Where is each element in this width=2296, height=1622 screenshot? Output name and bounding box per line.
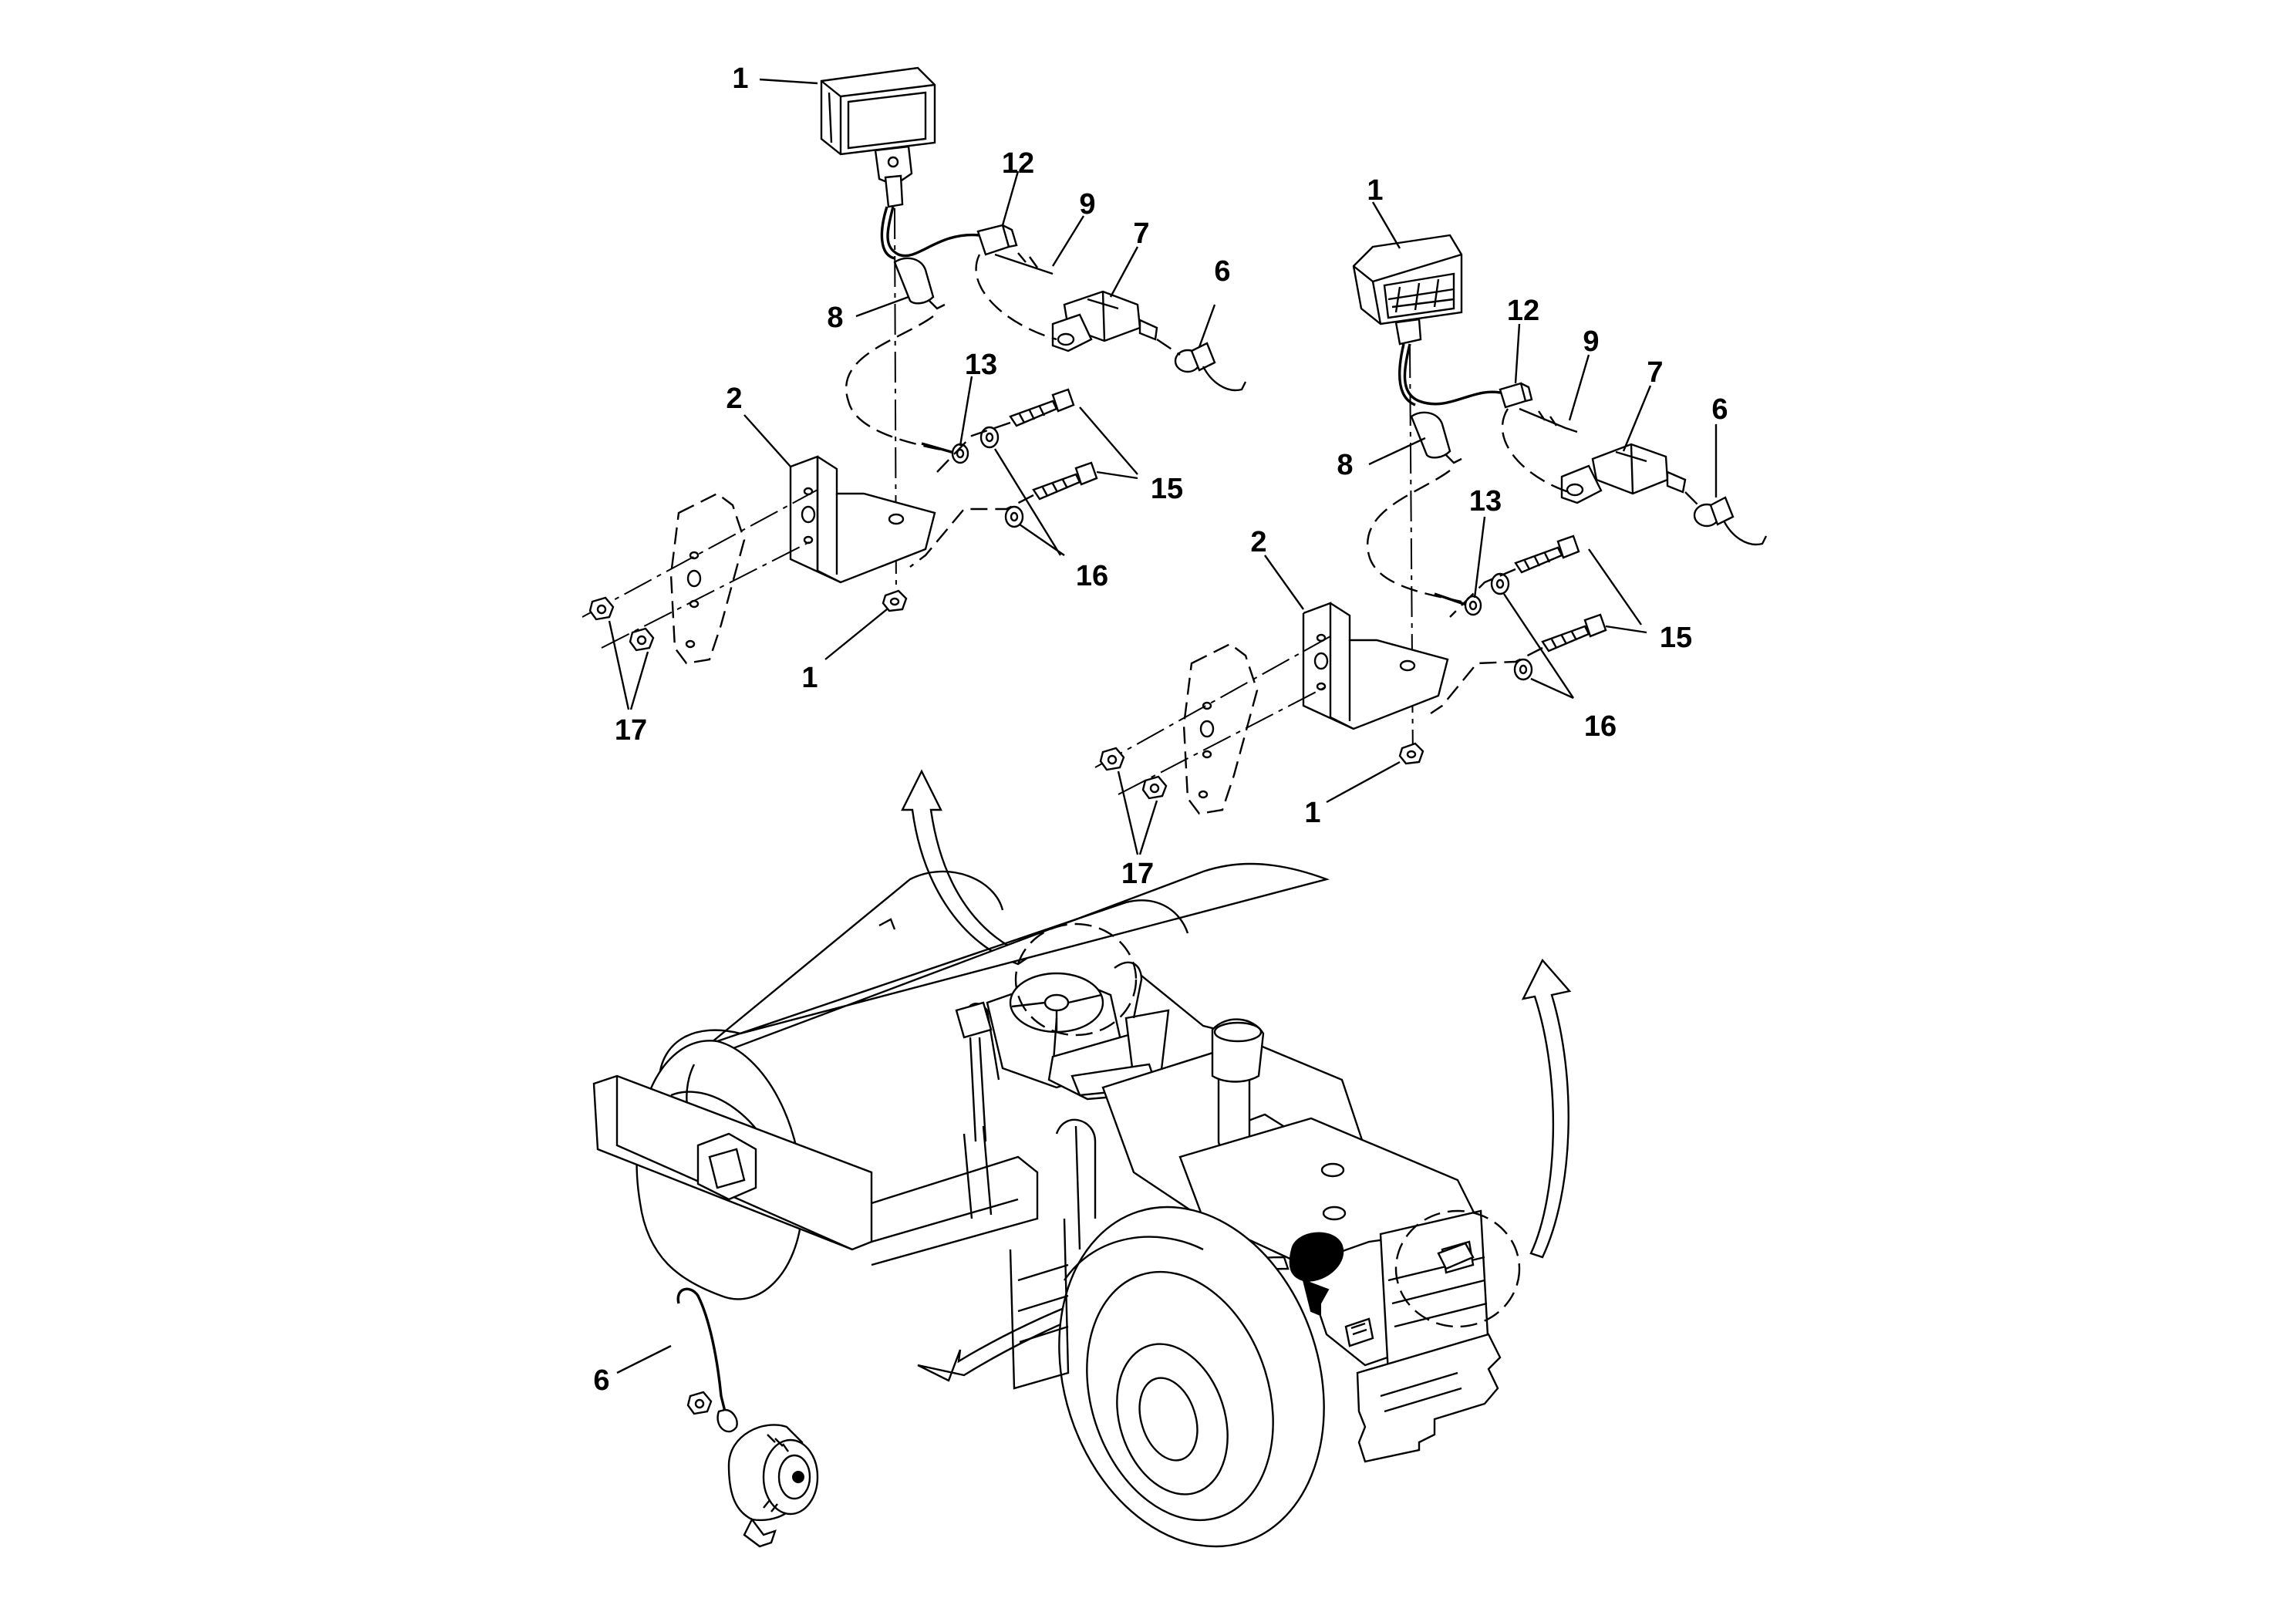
roller-machine — [592, 862, 1521, 1548]
callout-washer13-b: 13 — [1468, 485, 1502, 518]
bolt-15-a-upper — [1009, 388, 1075, 427]
horn-component — [1289, 1232, 1344, 1317]
connector-housing-7-b — [1560, 443, 1687, 504]
washer-16-b1 — [1490, 572, 1510, 595]
callout-nut1-b: 1 — [1304, 797, 1321, 829]
bolt-15-b-upper — [1514, 534, 1580, 574]
callout-bracket-b: 2 — [1250, 526, 1267, 558]
callout-horn: 6 — [593, 1364, 610, 1397]
callout-housing-b: 7 — [1647, 356, 1664, 389]
callout-grommet-a: 8 — [827, 302, 844, 334]
washer-16-b2 — [1513, 658, 1533, 681]
bracket-2-b — [1302, 602, 1449, 730]
lamp-cable-a — [886, 206, 980, 258]
horn-detail — [616, 1287, 819, 1548]
callout-nut17-a: 17 — [614, 714, 648, 747]
direction-arrow-lower — [917, 1256, 1290, 1382]
bolt-15-a-lower — [1032, 461, 1098, 501]
callout-washer16-a: 16 — [1075, 560, 1109, 592]
bracket-2-a — [789, 455, 936, 584]
callout-grommet-b: 8 — [1337, 449, 1354, 481]
callout-nut1-a: 1 — [801, 662, 818, 694]
callout-pin-a: 9 — [1079, 188, 1096, 221]
detail-circle-rear — [1394, 1209, 1521, 1328]
callout-bracket-a: 2 — [726, 383, 743, 415]
drum — [658, 862, 1330, 1077]
callout-housing-a: 7 — [1133, 218, 1150, 250]
grommet-8-b — [1410, 411, 1462, 464]
nut-17-a2 — [629, 627, 655, 652]
callout-connector-a: 12 — [1001, 147, 1035, 180]
callout-washer16-b: 16 — [1583, 710, 1617, 743]
direction-arrow-upper — [901, 769, 1032, 966]
nut-1-a-bottom — [882, 589, 908, 612]
rear-wheel — [1058, 1206, 1325, 1548]
callout-lamp-a: 1 — [732, 62, 749, 95]
washer-16-a1 — [979, 426, 1000, 449]
nut-17-b2 — [1141, 775, 1168, 800]
callout-washer13-a: 13 — [964, 349, 998, 381]
horn-nut — [686, 1391, 713, 1415]
callout-terminal-b: 6 — [1711, 393, 1728, 426]
mast-lamp-left — [955, 1001, 993, 1039]
bolt-15-b-lower — [1541, 613, 1607, 653]
grommet-8-a — [893, 257, 946, 310]
terminal-6-a — [1174, 342, 1247, 392]
callout-lamp-b: 1 — [1367, 174, 1384, 207]
connector-12-a — [976, 224, 1018, 256]
mount-plate-a — [669, 492, 746, 665]
callout-pin-b: 9 — [1583, 325, 1600, 358]
work-lamp-a — [820, 66, 936, 208]
nut-1-b-bottom — [1398, 742, 1424, 765]
assembly-b — [1094, 201, 1768, 855]
washer-13-b — [1464, 595, 1482, 616]
pin-9-b — [1519, 407, 1578, 433]
connector-housing-7-a — [1051, 290, 1158, 352]
pin-9-a — [994, 252, 1054, 275]
work-lamp-b — [1352, 234, 1463, 346]
nut-17-a1 — [588, 596, 615, 621]
direction-arrow-right — [1521, 958, 1572, 1259]
mount-plate-b — [1182, 642, 1259, 815]
connector-12-b — [1499, 382, 1533, 409]
assembly-a — [582, 66, 1247, 710]
washer-16-a2 — [1004, 505, 1024, 528]
callout-nut17-b: 17 — [1121, 858, 1155, 890]
horn-wire — [676, 1287, 727, 1412]
lamp-cable-b — [1403, 343, 1505, 406]
callout-bolt-a: 15 — [1150, 473, 1184, 505]
callout-connector-b: 12 — [1506, 295, 1540, 327]
detail-circle-front — [1014, 922, 1138, 1037]
callout-terminal-a: 6 — [1214, 255, 1231, 288]
callout-bolt-b: 15 — [1659, 622, 1693, 654]
ladder — [1009, 1118, 1097, 1390]
nut-17-b1 — [1099, 747, 1125, 771]
terminal-6-b — [1693, 496, 1768, 546]
